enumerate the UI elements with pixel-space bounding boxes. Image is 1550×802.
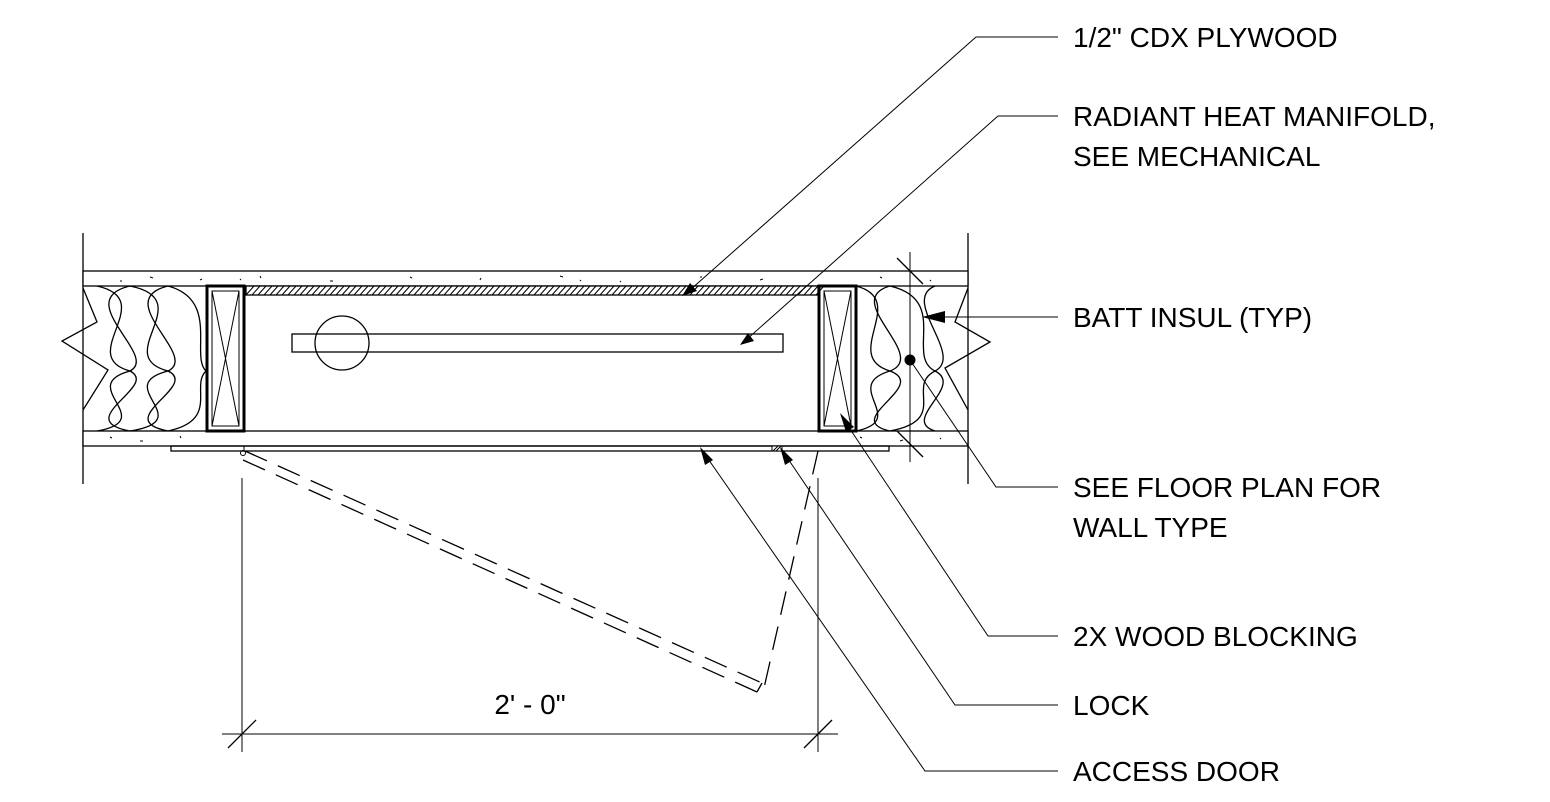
gypsum-board-bottom	[82, 430, 969, 447]
plywood-panel	[245, 285, 825, 296]
label-manifold-line2: SEE MECHANICAL	[1073, 141, 1320, 172]
leader-floor-plan	[904, 354, 1058, 488]
label-floor-plan-line2: WALL TYPE	[1073, 512, 1228, 543]
label-wood-blocking: 2X WOOD BLOCKING	[1073, 621, 1358, 652]
gypsum-texture-bottom	[109, 435, 942, 442]
leader-lock	[780, 447, 1058, 706]
break-symbols	[60, 287, 992, 411]
label-plywood: 1/2" CDX PLYWOOD	[1073, 22, 1338, 53]
label-floor-plan-line1: SEE FLOOR PLAN FOR	[1073, 472, 1381, 503]
batt-insulation-left	[96, 285, 207, 432]
label-manifold-line1: RADIANT HEAT MANIFOLD,	[1073, 101, 1436, 132]
dimension-text: 2' - 0"	[494, 689, 565, 720]
door-swing-path	[242, 450, 819, 693]
gypsum-texture-top	[120, 275, 932, 283]
label-batt-insul: BATT INSUL (TYP)	[1073, 302, 1312, 333]
label-access-door: ACCESS DOOR	[1073, 756, 1280, 787]
wood-blocking-right	[817, 284, 858, 433]
lock	[771, 445, 783, 452]
dimension-line	[222, 719, 838, 749]
leader-batt	[922, 311, 1058, 323]
wood-blocking-left	[205, 284, 246, 433]
access-door-panel	[170, 445, 890, 456]
leader-access-door	[700, 447, 1058, 772]
leader-plywood	[682, 36, 1058, 296]
leader-blocking	[840, 413, 1058, 637]
gypsum-board-top	[82, 270, 969, 287]
leader-manifold	[740, 115, 1058, 345]
access-opening	[246, 295, 818, 431]
batt-insulation-right	[855, 285, 944, 432]
dimension-extensions	[241, 478, 819, 752]
label-lock: LOCK	[1073, 690, 1150, 721]
radiant-heat-manifold	[291, 315, 784, 371]
